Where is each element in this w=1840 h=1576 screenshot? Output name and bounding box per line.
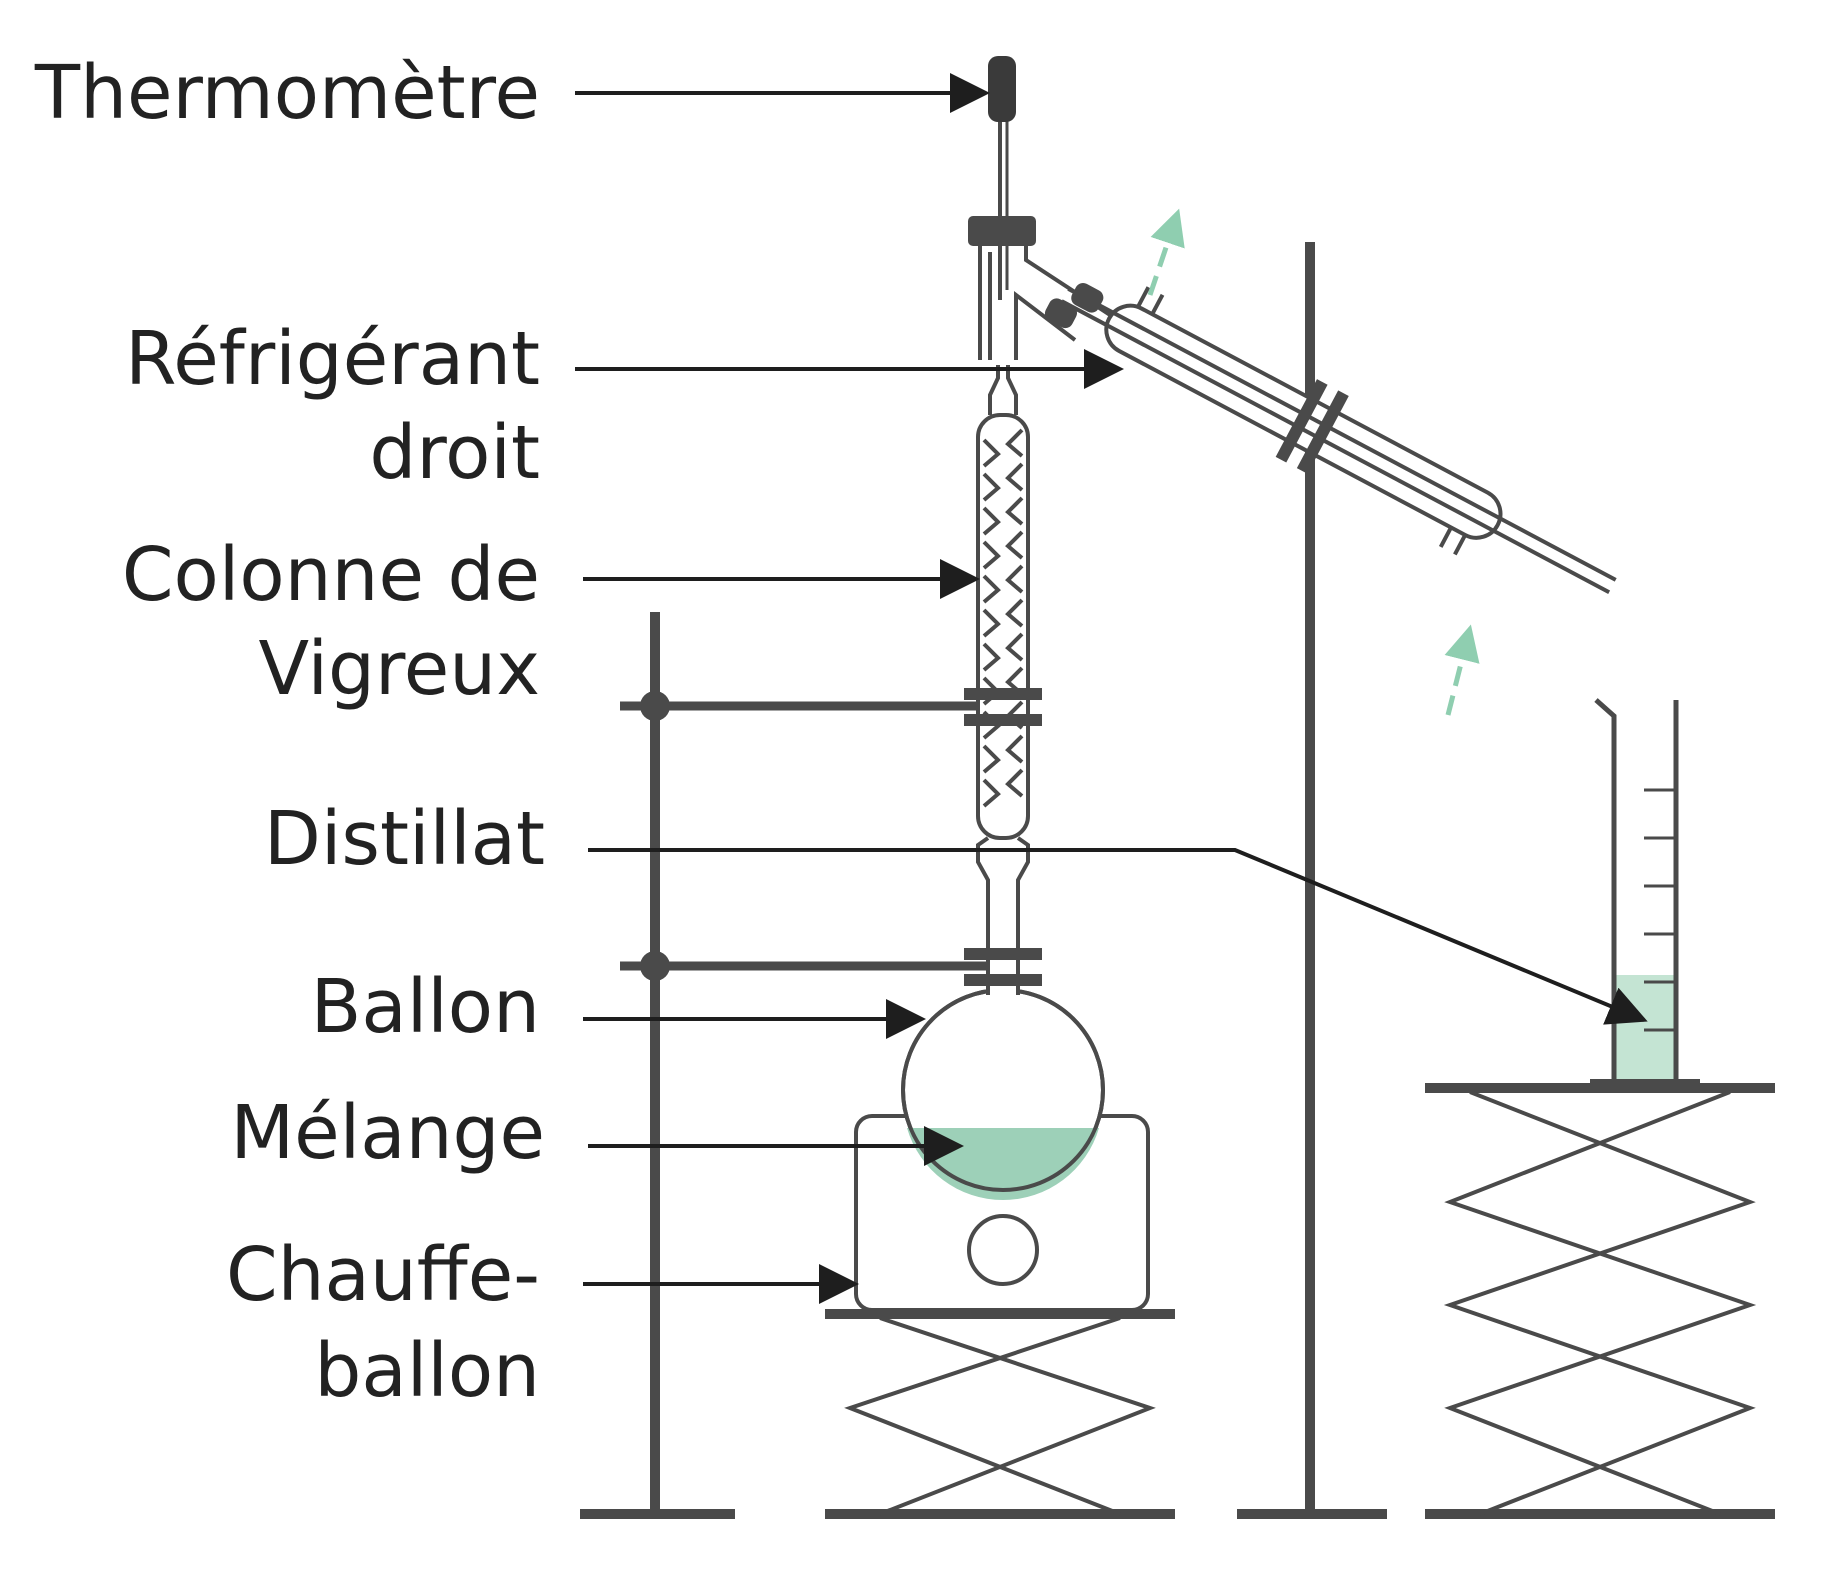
label-refrigerant-line2: droit (369, 410, 540, 496)
vigreux-chevron-left (982, 472, 1001, 502)
vigreux-chevron-left (982, 744, 1001, 774)
vigreux-chevron-right (1005, 530, 1024, 560)
left-lab-jack (825, 1309, 1175, 1519)
vigreux-chevron-right (1005, 598, 1024, 628)
water-in-arrow (1444, 624, 1480, 716)
vigreux-chevron-left (982, 438, 1001, 468)
vigreux-chevron-left (982, 574, 1001, 604)
water-out-arrow (1147, 208, 1185, 296)
label-arrows (575, 73, 1648, 1304)
left-retort-stand (580, 612, 1000, 1519)
label-chauffe-line2: ballon (314, 1328, 540, 1414)
straight-condenser (1044, 282, 1617, 595)
label-distillat: Distillat (264, 796, 545, 882)
vigreux-chevron-right (1005, 496, 1024, 526)
right-lab-jack (1425, 1083, 1775, 1519)
round-bottom-flask (901, 900, 1105, 1200)
vigreux-chevron-right (1005, 768, 1024, 798)
vigreux-chevron-right (1005, 632, 1024, 662)
graduated-cylinder (1590, 698, 1700, 1087)
vigreux-chevron-left (982, 540, 1001, 570)
label-refrigerant-line1: Réfrigérant (125, 316, 540, 402)
water-flow-arrows (1147, 208, 1480, 716)
label-colonne-line1: Colonne de (122, 532, 540, 618)
labels: Thermomètre Réfrigérant droit Colonne de… (34, 50, 545, 1414)
label-melange: Mélange (230, 1090, 545, 1176)
label-chauffe-line1: Chauffe- (226, 1232, 540, 1318)
vigreux-chevron-left (982, 506, 1001, 536)
vigreux-chevron-right (1005, 428, 1024, 458)
label-ballon: Ballon (311, 964, 540, 1050)
vigreux-chevron-right (1005, 564, 1024, 594)
label-colonne-line2: Vigreux (258, 626, 540, 712)
vigreux-chevron-left (982, 642, 1001, 672)
vigreux-chevron-right (1005, 734, 1024, 764)
arrow-distillat (588, 848, 1648, 1025)
vigreux-column (964, 365, 1042, 900)
vigreux-chevron-right (1005, 462, 1024, 492)
label-thermometre: Thermomètre (34, 50, 540, 136)
vigreux-chevron-left (982, 778, 1001, 808)
thermometer (988, 56, 1016, 300)
vigreux-chevron-left (982, 608, 1001, 638)
